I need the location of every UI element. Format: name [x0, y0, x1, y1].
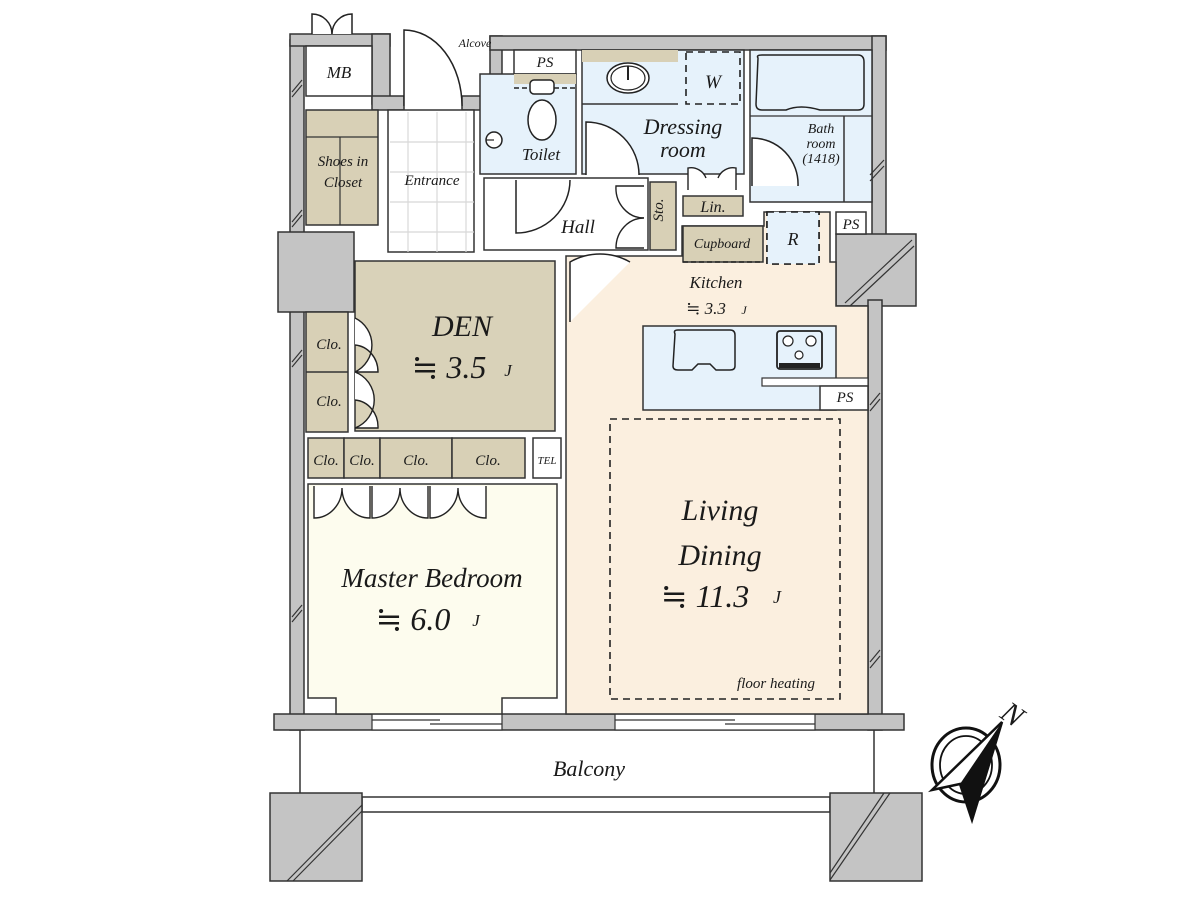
- toilet-bowl-icon: [527, 99, 557, 141]
- shoes-closet-label-2: Closet: [324, 175, 363, 191]
- shoes-closet: [305, 109, 379, 226]
- bathtub-icon: [755, 54, 865, 111]
- north-arrow-icon: N: [928, 695, 1032, 825]
- dressing-label-1: Dressing: [643, 114, 723, 139]
- bath-label-3: (1418): [802, 152, 840, 167]
- linen-label: Lin.: [699, 199, 725, 216]
- shoes-closet-label-1: Shoes in: [318, 154, 368, 170]
- alcove-label: Alcove: [458, 36, 492, 50]
- balcony-label: Balcony: [553, 756, 625, 781]
- tel-label: TEL: [538, 455, 557, 467]
- kitchen-sink-icon: [672, 329, 736, 371]
- hall: Hall: [483, 177, 649, 251]
- kitchen-counter: PS: [642, 325, 869, 411]
- closet-row-4-label: Clo.: [475, 453, 500, 469]
- hall-label: Hall: [560, 217, 595, 238]
- mb-label: MB: [326, 63, 352, 82]
- wall-hatching: [291, 79, 915, 669]
- washer-label: W: [705, 72, 723, 93]
- meter-box: [305, 45, 373, 97]
- ps-top-label: PS: [536, 55, 554, 71]
- den-unit: J: [504, 361, 513, 380]
- storage-label: Sto.: [651, 199, 667, 222]
- storage-closet: [649, 181, 677, 251]
- den-closet-1-label: Clo.: [316, 337, 341, 353]
- living-label: Living: [681, 494, 759, 527]
- den-closet-2-label: Clo.: [316, 394, 341, 410]
- front-door: [403, 29, 463, 107]
- bedroom-area: ≒ 6.0: [376, 601, 451, 637]
- exterior-walls: [273, 33, 917, 731]
- kitchen-unit: J: [741, 303, 747, 317]
- refrigerator-label: R: [787, 229, 799, 249]
- mb-door: [311, 13, 353, 35]
- dining-label: Dining: [677, 539, 761, 572]
- toilet-label: Toilet: [522, 145, 561, 164]
- master-bedroom: Master Bedroom ≒ 6.0 J: [307, 483, 558, 715]
- kitchen-label: Kitchen: [689, 273, 743, 292]
- floor-heating-area: [609, 418, 841, 700]
- closet-row-3-label: Clo.: [403, 453, 428, 469]
- floor-heating-label: floor heating: [737, 676, 815, 692]
- bathroom: Bath room (1418): [749, 49, 873, 203]
- toilet: PS Toilet: [479, 49, 577, 175]
- den-area: ≒ 3.5: [412, 349, 487, 385]
- linen-closet: [682, 195, 744, 217]
- entrance: Entrance: [387, 109, 475, 253]
- living-unit: J: [773, 587, 782, 607]
- ps-kitchen-label: PS: [836, 390, 854, 406]
- bedroom-unit: J: [472, 611, 481, 630]
- balcony: [269, 728, 923, 882]
- ps-right-label: PS: [842, 217, 860, 233]
- bath-label-2: room: [806, 137, 835, 152]
- dressing-label-2: room: [660, 137, 706, 162]
- closet-row-1-label: Clo.: [313, 453, 338, 469]
- living-area: ≒ 11.3: [661, 578, 749, 614]
- cupboard-label: Cupboard: [694, 237, 751, 252]
- ldk-door: [569, 253, 631, 322]
- cupboard: [682, 225, 764, 263]
- bath-label-1: Bath: [808, 122, 834, 137]
- dressing-room: W Dressing room: [581, 49, 745, 190]
- den: Clo. Clo. DEN ≒ 3.5 J: [305, 260, 556, 433]
- bedroom-label: Master Bedroom: [340, 563, 522, 593]
- den-label: DEN: [431, 310, 494, 343]
- entrance-label: Entrance: [404, 173, 460, 189]
- closet-row-2-label: Clo.: [349, 453, 374, 469]
- kitchen-area: ≒ 3.3: [686, 299, 726, 318]
- closet-row: Clo. Clo. Clo. Clo. TEL: [307, 437, 562, 479]
